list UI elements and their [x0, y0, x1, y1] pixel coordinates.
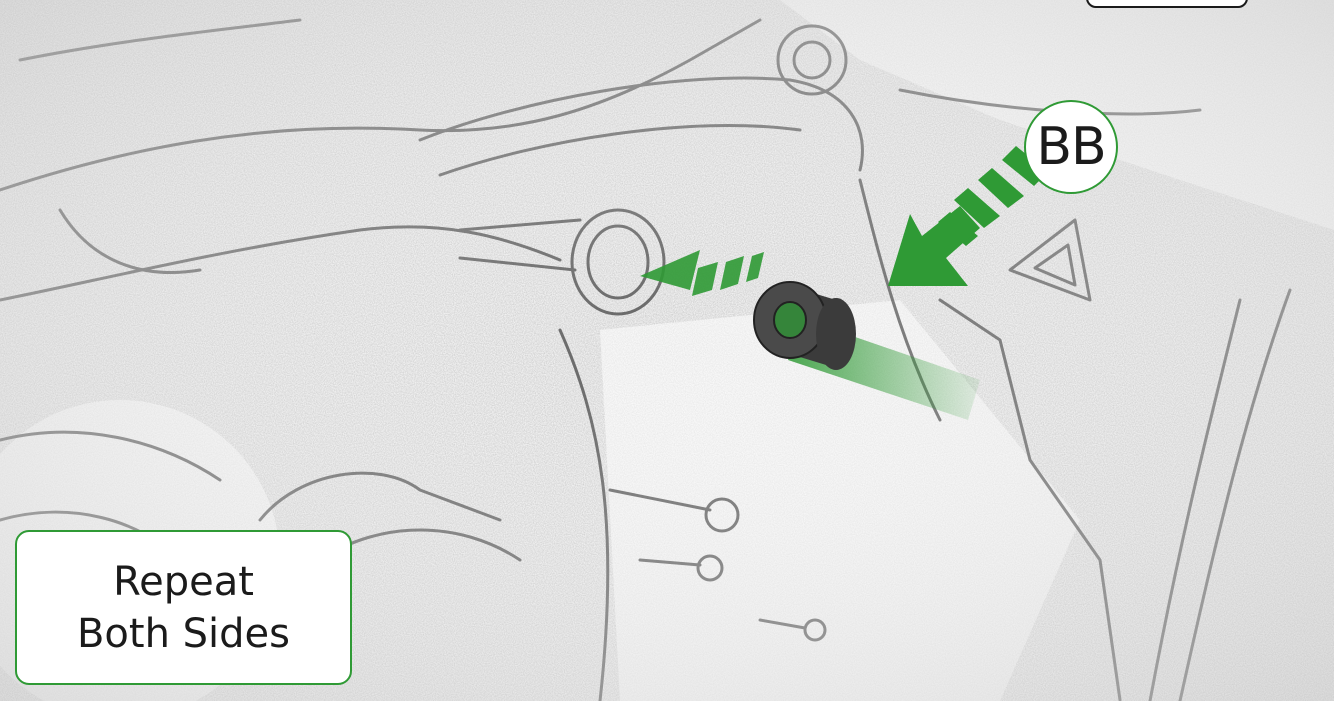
note-line-2: Both Sides	[77, 608, 290, 660]
part-label-text: BB	[1036, 117, 1105, 177]
part-label-badge: BB	[1024, 100, 1118, 194]
corner-tab	[1086, 0, 1248, 8]
repeat-note-box: Repeat Both Sides	[15, 530, 352, 685]
note-line-1: Repeat	[113, 556, 254, 608]
